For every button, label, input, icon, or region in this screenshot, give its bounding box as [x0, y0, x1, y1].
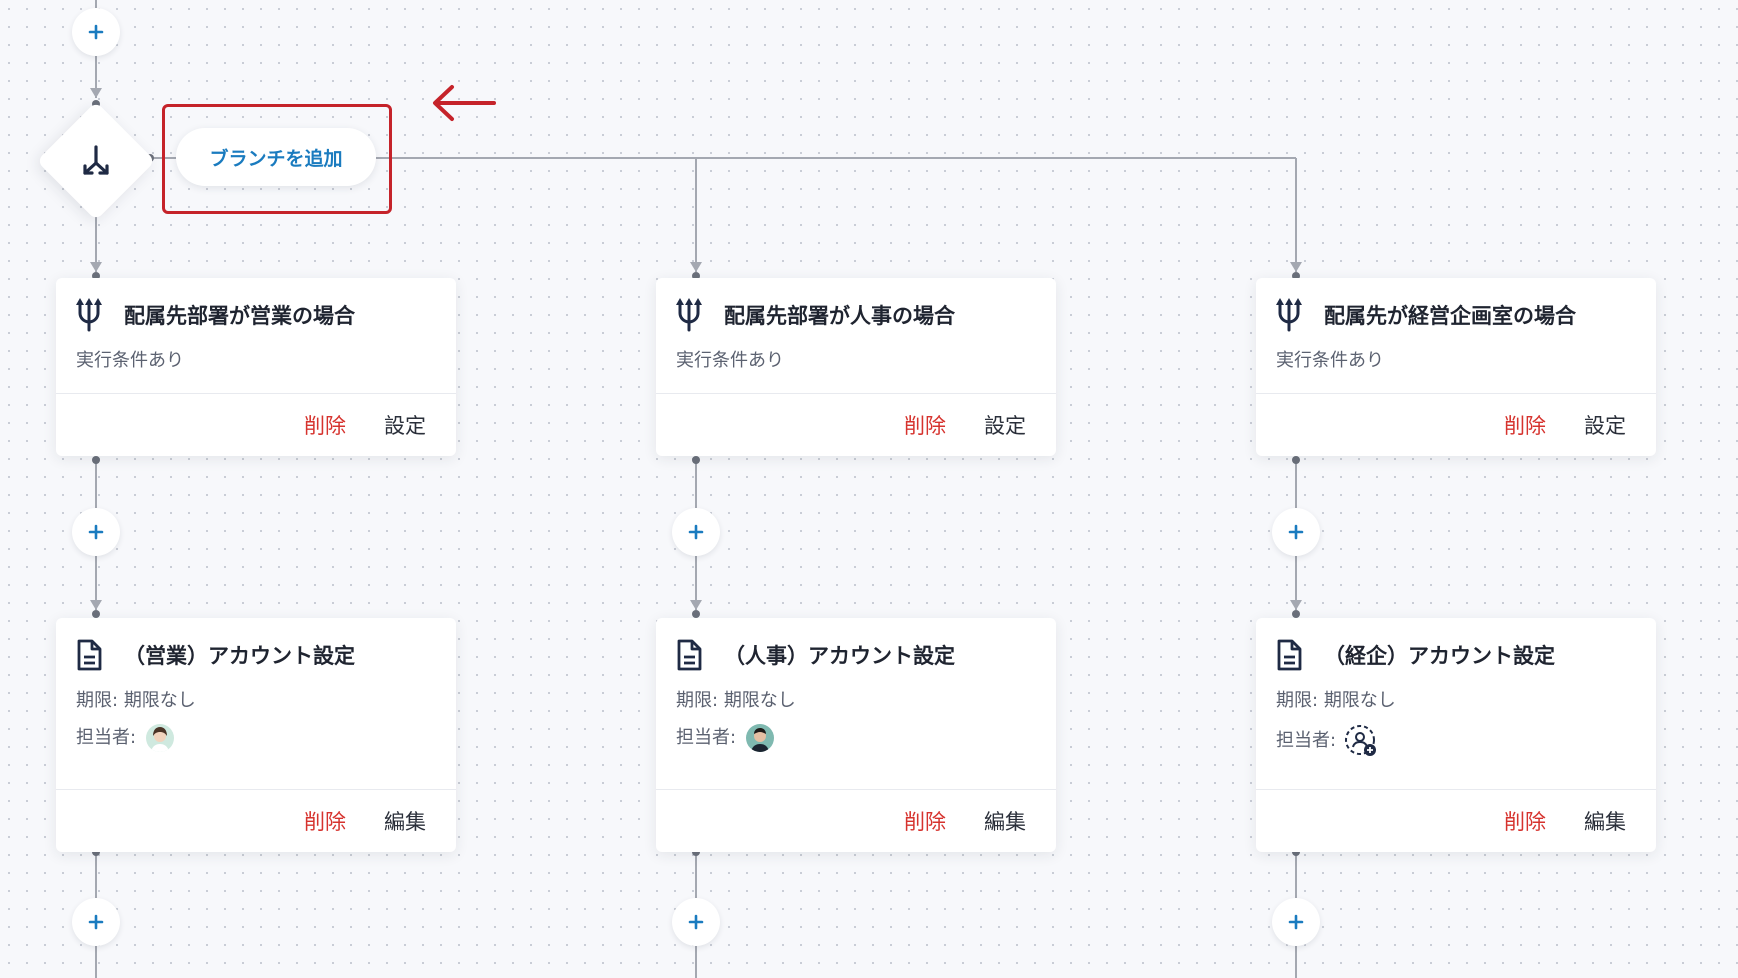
task-title: （人事）アカウント設定 — [724, 644, 955, 668]
settings-button[interactable]: 設定 — [1584, 414, 1626, 438]
condition-card[interactable]: 配属先部署が人事の場合 実行条件あり 削除 設定 — [656, 278, 1056, 456]
task-deadline: 期限: 期限なし — [1256, 672, 1656, 712]
edit-button[interactable]: 編集 — [384, 810, 426, 834]
delete-button[interactable]: 削除 — [1504, 810, 1546, 834]
condition-subtitle: 実行条件あり — [76, 350, 184, 371]
document-icon — [77, 639, 102, 671]
add-step-button[interactable] — [1272, 508, 1320, 556]
assignee-avatar[interactable] — [146, 723, 175, 752]
assignee-label: 担当者: — [676, 726, 737, 748]
card-footer: 削除 設定 — [656, 393, 1056, 456]
add-step-button[interactable] — [672, 898, 720, 946]
document-icon — [677, 639, 702, 671]
deadline-label: 期限: — [1276, 690, 1319, 711]
condition-card[interactable]: 配属先部署が営業の場合 実行条件あり 削除 設定 — [56, 278, 456, 456]
add-step-button[interactable] — [672, 508, 720, 556]
fork-icon — [676, 298, 702, 332]
add-step-button[interactable] — [1272, 898, 1320, 946]
add-branch-button[interactable]: ブランチを追加 — [176, 128, 376, 186]
task-title: （経企）アカウント設定 — [1324, 644, 1555, 668]
deadline-value: 期限なし — [1323, 690, 1396, 711]
assignee-avatar[interactable] — [746, 723, 775, 752]
add-step-button[interactable] — [72, 898, 120, 946]
add-assignee-icon[interactable] — [1344, 724, 1378, 758]
deadline-label: 期限: — [76, 690, 119, 711]
card-footer: 削除 設定 — [1256, 393, 1656, 456]
card-footer: 削除 編集 — [56, 789, 456, 852]
card-footer: 削除 設定 — [56, 393, 456, 456]
task-assignee: 担当者: — [56, 712, 456, 752]
delete-button[interactable]: 削除 — [304, 810, 346, 834]
branch-split-icon — [83, 145, 109, 175]
condition-subtitle: 実行条件あり — [676, 350, 784, 371]
fork-icon — [76, 298, 102, 332]
document-icon — [1277, 639, 1302, 671]
delete-button[interactable]: 削除 — [904, 810, 946, 834]
deadline-label: 期限: — [676, 690, 719, 711]
edit-button[interactable]: 編集 — [984, 810, 1026, 834]
add-step-button[interactable] — [72, 8, 120, 56]
plus-icon — [88, 914, 104, 930]
plus-icon — [88, 524, 104, 540]
annotation-highlight-box — [162, 104, 392, 214]
plus-icon — [688, 914, 704, 930]
settings-button[interactable]: 設定 — [384, 414, 426, 438]
task-card[interactable]: （経企）アカウント設定 期限: 期限なし 担当者: 削除 編集 — [1256, 618, 1656, 852]
deadline-value: 期限なし — [723, 690, 796, 711]
add-step-button[interactable] — [72, 508, 120, 556]
assignee-label: 担当者: — [76, 726, 137, 748]
task-assignee: 担当者: — [1256, 712, 1656, 758]
condition-subtitle: 実行条件あり — [1276, 350, 1384, 371]
arrow-left-icon — [433, 85, 496, 121]
deadline-value: 期限なし — [123, 690, 196, 711]
condition-title: 配属先が経営企画室の場合 — [1324, 304, 1576, 328]
task-title: （営業）アカウント設定 — [124, 644, 355, 668]
plus-icon — [1288, 524, 1304, 540]
edit-button[interactable]: 編集 — [1584, 810, 1626, 834]
plus-icon — [1288, 914, 1304, 930]
task-deadline: 期限: 期限なし — [656, 672, 1056, 712]
task-assignee: 担当者: — [656, 712, 1056, 752]
task-card[interactable]: （人事）アカウント設定 期限: 期限なし 担当者: 削除 編集 — [656, 618, 1056, 852]
condition-card[interactable]: 配属先が経営企画室の場合 実行条件あり 削除 設定 — [1256, 278, 1656, 456]
delete-button[interactable]: 削除 — [304, 414, 346, 438]
assignee-label: 担当者: — [1276, 729, 1337, 751]
card-footer: 削除 編集 — [656, 789, 1056, 852]
fork-icon — [1276, 298, 1302, 332]
condition-title: 配属先部署が人事の場合 — [724, 304, 955, 328]
plus-icon — [88, 24, 104, 40]
card-footer: 削除 編集 — [1256, 789, 1656, 852]
settings-button[interactable]: 設定 — [984, 414, 1026, 438]
delete-button[interactable]: 削除 — [904, 414, 946, 438]
task-card[interactable]: （営業）アカウント設定 期限: 期限なし 担当者: 削除 編集 — [56, 618, 456, 852]
delete-button[interactable]: 削除 — [1504, 414, 1546, 438]
task-deadline: 期限: 期限なし — [56, 672, 456, 712]
condition-title: 配属先部署が営業の場合 — [124, 304, 355, 328]
plus-icon — [688, 524, 704, 540]
